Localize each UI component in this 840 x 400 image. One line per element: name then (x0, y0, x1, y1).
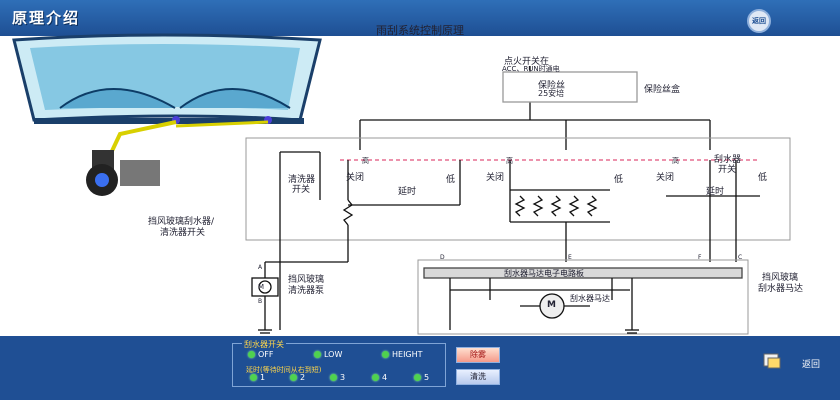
delay-label-3: 延时 (706, 187, 725, 197)
pump-symbol: M (258, 283, 265, 291)
delay-option-1[interactable]: 1 (250, 373, 265, 382)
high-label-2: 高 (506, 157, 513, 165)
delay-option-4[interactable]: 4 (372, 373, 387, 382)
ignition-switch-label: 点火开关在 (504, 57, 550, 67)
washer-switch-label-2: 开关 (292, 185, 311, 195)
wipe-button[interactable]: 除雾 (456, 347, 500, 363)
high-label-3: 高 (672, 157, 679, 165)
off-label-3: 关闭 (656, 173, 675, 183)
speed-option-high[interactable]: HEIGHT (382, 350, 423, 359)
back-button[interactable]: 返回 (747, 9, 771, 33)
module-label: 刮水器马达电子电路板 (504, 269, 584, 278)
delay-option-3[interactable]: 3 (330, 373, 345, 382)
delay-options-label: 延时(等待时间从右到短) (246, 366, 322, 374)
led-icon (372, 374, 379, 381)
led-icon (314, 351, 321, 358)
wiper-switch-label: 刮水器 (714, 155, 742, 165)
ignition-mode-label: ACC、RUN时通电 (502, 65, 560, 73)
led-icon (414, 374, 421, 381)
pin-b: B (258, 298, 263, 305)
pump-label-2: 清洗器泵 (288, 286, 325, 296)
fuse-box-label: 保险丝盒 (644, 85, 681, 95)
off-label-1: 关闭 (346, 173, 365, 183)
led-icon (248, 351, 255, 358)
windshield-illustration (12, 33, 322, 196)
pin-f: F (698, 254, 702, 261)
pin-a: A (258, 264, 263, 271)
pin-e: E (568, 254, 572, 261)
diagram-title: 雨刮系统控制原理 (376, 24, 464, 37)
high-label-1: 高 (362, 157, 369, 165)
pin-d: D (440, 254, 445, 261)
delay-option-2[interactable]: 2 (290, 373, 305, 382)
wiper-switch-panel-title: 刮水器开关 (242, 339, 286, 350)
led-icon (250, 374, 257, 381)
motor-assembly-label-2: 刮水器马达 (758, 284, 804, 294)
wiper-switch-panel (232, 343, 446, 387)
low-label-3: 低 (758, 173, 768, 183)
low-label-2: 低 (614, 175, 624, 185)
switch-assembly-label-2: 清洗器开关 (160, 228, 206, 238)
switch-assembly-label: 挡风玻璃刮水器/ (148, 217, 215, 227)
led-icon (382, 351, 389, 358)
wash-button[interactable]: 清洗 (456, 369, 500, 385)
delay-label-1: 延时 (398, 187, 417, 197)
fuse-label: 保险丝 (538, 81, 566, 91)
speed-option-off[interactable]: OFF (248, 350, 274, 359)
off-label-2: 关闭 (486, 173, 505, 183)
delay-option-5[interactable]: 5 (414, 373, 429, 382)
washer-switch-label: 清洗器 (288, 175, 316, 185)
speed-option-low[interactable]: LOW (314, 350, 342, 359)
exit-button[interactable]: 返回 (802, 360, 821, 370)
low-label-1: 低 (446, 175, 456, 185)
wiper-switch-label-2: 开关 (718, 165, 737, 175)
pump-label: 挡风玻璃 (288, 275, 325, 285)
app-title: 原理介绍 (12, 9, 81, 27)
led-icon (330, 374, 337, 381)
exit-icon[interactable] (762, 352, 782, 370)
motor-label: 刮水器马达 (570, 294, 610, 303)
led-icon (290, 374, 297, 381)
motor-symbol: M (547, 300, 556, 310)
pin-c: C (738, 254, 743, 261)
wiring (245, 66, 791, 335)
motor-assembly-label: 挡风玻璃 (762, 273, 799, 283)
title-bar: 原理介绍 返回 (0, 0, 840, 36)
fuse-rating-label: 25安培 (538, 89, 565, 98)
